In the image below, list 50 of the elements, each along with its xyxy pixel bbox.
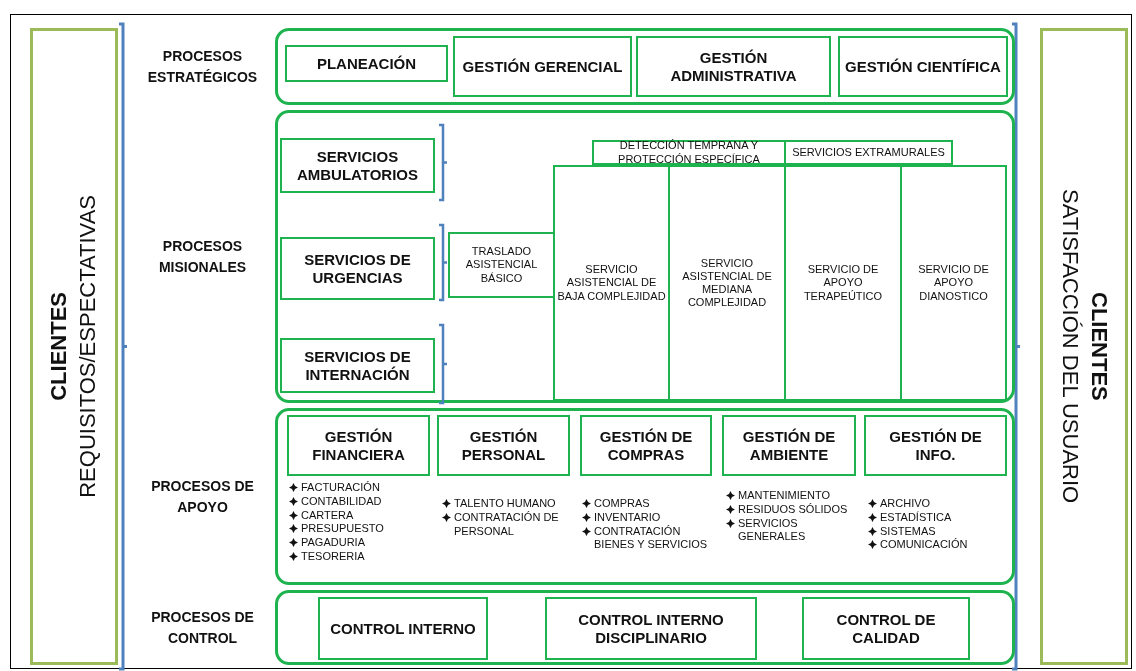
list-item: CONTABILIDAD [301,494,382,509]
process-box: SERVICIOS DE URGENCIAS [280,237,435,300]
panel-title: CLIENTES [45,291,73,403]
process-box: GESTIÓN GERENCIAL [453,36,632,97]
process-box: SERVICIOS DE INTERNACIÓN [280,338,435,393]
panel-subtitle: REQUISITOS/ESPECTATIVAS [74,195,101,498]
list-item: SERVICIOS GENERALES [738,516,807,544]
list-item: PAGADURIA [301,536,365,550]
list-item: SISTEMAS [880,524,936,538]
list-item: PRESUPUESTO [301,522,384,536]
band-heading: PROCESOS DE CONTROL [150,607,255,648]
process-box: TRASLADO ASISTENCIAL BÁSICO [448,232,555,298]
list-item: COMUNICACIÓN [880,538,968,552]
process-box: CONTROL INTERNO DISCIPLINARIO [545,597,757,660]
band-heading: PROCESOS DE APOYO [150,476,255,517]
client-panel [1040,28,1128,665]
list-item: ARCHIVO [880,497,931,511]
panel-title: CLIENTES [1085,291,1113,403]
panel-subtitle: SATISFACCIÓN DEL USUARIO [1057,189,1084,504]
process-box: GESTIÓN FINANCIERA [287,415,430,476]
list-item: INVENTARIO [594,510,661,525]
list-item: TALENTO HUMANO [454,497,556,511]
process-box: SERVICIO DE APOYO DIANOSTICO [900,165,1007,401]
list-item: CONTRATACIÓN DE PERSONAL [454,510,560,539]
process-box: GESTIÓN DE INFO. [864,415,1007,476]
process-box: SERVICIO ASISTENCIAL DE BAJA COMPLEJIDAD [553,165,670,401]
list-item: COMPRAS [594,497,650,511]
band-heading: PROCESOS ESTRATÉGICOS [146,46,259,87]
process-box: GESTIÓN PERSONAL [437,415,570,476]
list-item: CARTERA [301,508,354,523]
list-item: RESIDUOS SÓLIDOS [738,502,848,517]
list-item: MANTENIMIENTO [738,489,831,503]
client-panel [30,28,118,665]
process-box: CONTROL INTERNO [318,597,488,660]
process-box: SERVICIOS EXTRAMURALES [784,140,953,165]
list-item: CONTRATACIÓN BIENES Y SERVICIOS [594,524,709,552]
list-item: FACTURACIÓN [301,481,380,495]
process-box: CONTROL DE CALIDAD [802,597,970,660]
process-box: SERVICIOS AMBULATORIOS [280,138,435,193]
list-item: TESORERIA [301,549,365,564]
process-box: GESTIÓN DE AMBIENTE [722,415,856,476]
process-box: SERVICIO ASISTENCIAL DE MEDIANA COMPLEJIDAD [668,165,786,401]
band-heading: PROCESOS MISIONALES [157,236,248,277]
process-box: PLANEACIÓN [285,45,448,82]
process-box: DETECCIÓN TEMPRANA Y PROTECCIÓN ESPECÍFICA [592,140,786,165]
process-box: GESTIÓN DE COMPRAS [580,415,712,476]
process-box: SERVICIO DE APOYO TERAPEÚTICO [784,165,902,401]
process-box: GESTIÓN CIENTÍFICA [838,36,1008,97]
list-item: ESTADÍSTICA [880,510,952,525]
process-box: GESTIÓN ADMINISTRATIVA [636,36,831,97]
